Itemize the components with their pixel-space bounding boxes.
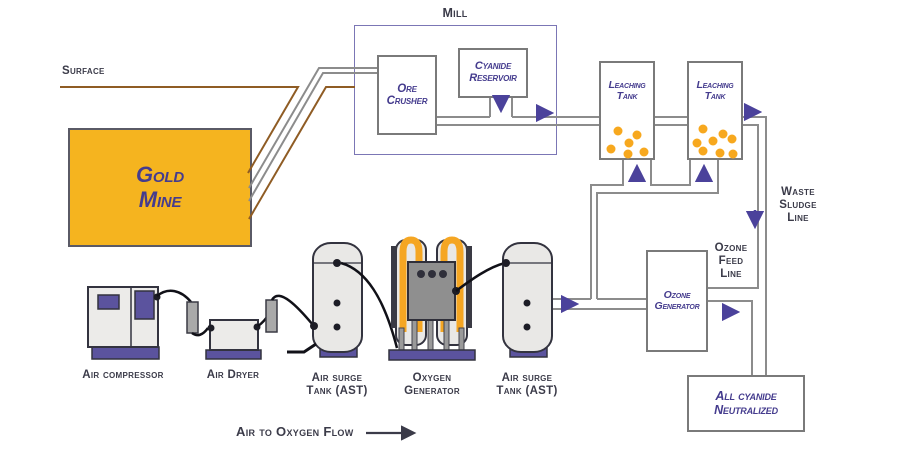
leaching-tank-2-label: Leaching Tank (696, 79, 734, 103)
waste-sludge-line-label: Waste Sludge Line (779, 186, 817, 224)
air-surge-tank-left-label: Air surge Tank (AST) (306, 372, 368, 397)
air-dryer (205, 319, 262, 360)
drain-spigot (287, 342, 317, 354)
air-compressor-label: Air compressor (82, 369, 164, 381)
ore-crusher-box: Ore Crusher (377, 55, 437, 135)
cyanide-reservoir-box: Cyanide Reservoir (458, 48, 528, 98)
ozone-generator-box-label: Ozone Generator (654, 288, 700, 312)
ozone-feed-line-label: Ozone Feed Line (714, 242, 748, 280)
air-to-oxygen-flow-label: Air to Oxygen Flow (236, 424, 354, 439)
oxygen-generator-label: Oxygen Generator (404, 372, 460, 397)
leaching-tank-2-box: Leaching Tank (687, 61, 743, 160)
oxygen-generator (388, 236, 476, 361)
ozone-generator-box: Ozone Generator (646, 250, 708, 352)
hose-filter1-dryer (191, 327, 210, 337)
mill-label: Mill (442, 6, 468, 20)
air-filter-1 (186, 301, 199, 334)
all-cyanide-neutralized-label: All cyanide Neutralized (714, 389, 778, 417)
hose-oxygen-generator-ast2 (455, 261, 506, 293)
gold-mine-box: Gold Mine (68, 128, 252, 247)
air-filter-2 (265, 299, 278, 333)
surface-label: Surface (62, 65, 105, 77)
leaching-tank-1-box: Leaching Tank (599, 61, 655, 160)
hose-ast1-oxygen-generator (340, 261, 399, 349)
air-surge-tank-right-label: Air surge Tank (AST) (496, 372, 558, 397)
gold-mine-label: Gold Mine (136, 162, 184, 212)
air-surge-tank-left (287, 242, 363, 358)
hose-dryer-filter2 (257, 313, 271, 328)
all-cyanide-neutralized-box: All cyanide Neutralized (687, 375, 805, 432)
leaching-tank-1-label: Leaching Tank (608, 79, 646, 103)
ore-crusher-label: Ore Crusher (386, 82, 428, 107)
air-surge-tank-right (502, 242, 553, 358)
air-compressor (87, 286, 161, 360)
cyanide-reservoir-label: Cyanide Reservoir (469, 60, 517, 84)
air-dryer-label: Air Dryer (206, 369, 260, 381)
hose-filter2-ast1 (270, 294, 314, 326)
hose-compressor-filter1 (156, 289, 192, 303)
